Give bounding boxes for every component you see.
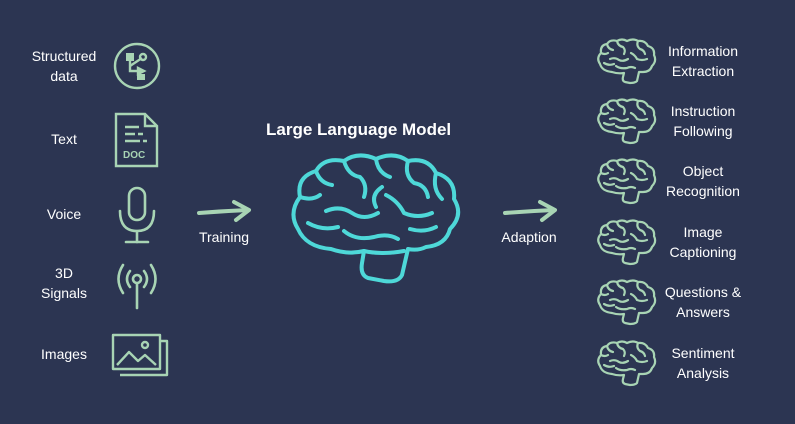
label-line: Answers [676, 304, 730, 320]
adaption-arrow-icon [502, 198, 560, 226]
brain-icon [596, 340, 657, 387]
label-line: Information [667, 43, 739, 59]
label-line: Signals [41, 285, 87, 301]
input-label-voice: Voice [22, 204, 106, 224]
output-label: Questions & Answers [654, 282, 752, 322]
microphone-icon [117, 186, 157, 246]
label-line: Images [41, 346, 87, 362]
structured-data-icon [111, 41, 165, 91]
label-line: Structured [31, 48, 97, 64]
brain-icon [596, 279, 657, 326]
input-label-images: Images [22, 344, 106, 364]
brain-icon [596, 98, 657, 145]
model-title: Large Language Model [266, 120, 452, 139]
label-line: Voice [46, 206, 82, 222]
training-arrow-icon [196, 198, 254, 226]
doc-icon-text: DOC [123, 150, 145, 161]
label-line: Analysis [676, 365, 730, 381]
label-line: Questions & [664, 284, 742, 300]
label-line: Text [51, 131, 77, 147]
large-brain-icon [286, 151, 464, 285]
doc-icon: DOC [113, 112, 159, 168]
label-line: Following [673, 123, 733, 139]
training-label: Training [198, 229, 250, 245]
input-label-text: Text [22, 129, 106, 149]
image-gallery-icon [111, 333, 169, 377]
label-line: Object [682, 163, 724, 179]
signal-antenna-icon [113, 262, 161, 310]
label-line: Recognition [666, 183, 740, 199]
label-line: Captioning [669, 244, 737, 260]
input-label-structured-data: Structured data [22, 46, 106, 86]
brain-icon [596, 38, 657, 85]
input-label-3d-signals: 3D Signals [22, 263, 106, 303]
brain-icon [596, 158, 657, 205]
label-line: Instruction [670, 103, 736, 119]
adaption-label: Adaption [501, 229, 557, 245]
label-line: Image [683, 224, 723, 240]
label-line: data [50, 68, 78, 84]
label-line: Sentiment [671, 345, 735, 361]
brain-icon [596, 219, 657, 266]
label-line: Extraction [671, 63, 735, 79]
label-line: 3D [55, 265, 73, 281]
